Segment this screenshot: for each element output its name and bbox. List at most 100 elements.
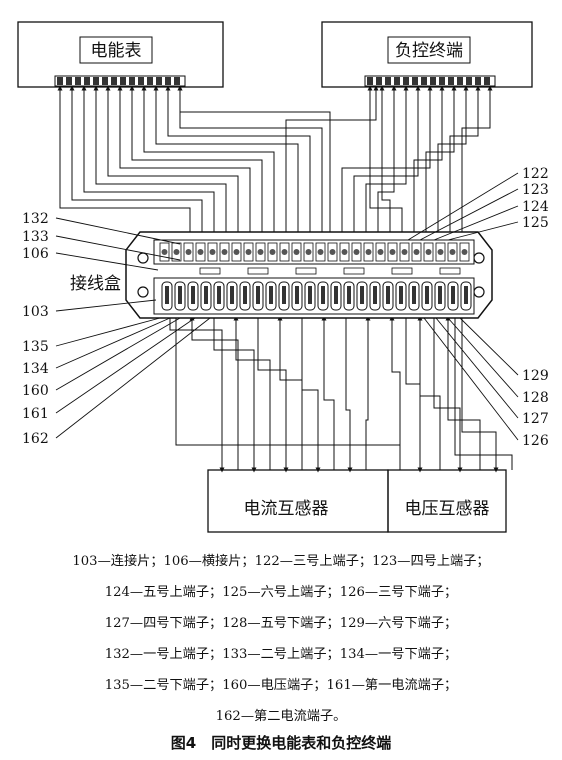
terminal-screw: [281, 249, 288, 255]
callout-123: 123: [522, 182, 549, 198]
wire: [177, 85, 325, 243]
terminal-link: [308, 286, 312, 304]
wire: [175, 318, 401, 470]
callout-106: 106: [22, 246, 49, 262]
wiring-diagram: 电能表 负控终端 接线盒 电流互感器 电压互感器 132133106103135…: [17, 21, 549, 533]
current-transformer-label: 电流互感器: [244, 499, 329, 519]
pin: [138, 77, 144, 85]
pin: [57, 77, 63, 85]
wire: [461, 318, 499, 473]
pin: [475, 77, 481, 85]
wire: [339, 85, 433, 243]
callout-128: 128: [522, 390, 549, 406]
junction-box-label: 接线盒: [70, 274, 121, 294]
leader-line: [435, 317, 519, 419]
terminal-screw: [221, 249, 228, 255]
pin: [75, 77, 81, 85]
pin: [439, 77, 445, 85]
leader-line: [55, 217, 181, 245]
leader-line: [55, 299, 157, 312]
terminal-link: [451, 286, 455, 304]
terminal-screw: [365, 249, 372, 255]
pin: [93, 77, 99, 85]
wire: [405, 318, 423, 473]
terminal-link: [386, 286, 390, 304]
wire: [301, 318, 321, 473]
wire: [93, 85, 229, 243]
pin: [448, 77, 454, 85]
wire: [117, 85, 253, 243]
leader-line: [447, 317, 519, 398]
callout-124: 124: [522, 199, 549, 215]
terminal-screw: [209, 249, 216, 255]
legend: 103—连接片；106—横接片；122—三号上端子；123—四号上端子； 124…: [0, 546, 562, 732]
wire: [141, 85, 277, 243]
terminal-link: [438, 286, 442, 304]
terminal-link: [373, 286, 377, 304]
terminal-screw: [341, 249, 348, 255]
callout-133: 133: [22, 229, 49, 245]
pin: [403, 77, 409, 85]
wire: [375, 85, 397, 243]
leader-line: [55, 317, 181, 391]
pin: [111, 77, 117, 85]
wire: [129, 85, 265, 243]
terminal-screw: [293, 249, 300, 255]
callout-162: 162: [22, 431, 49, 447]
pin: [457, 77, 463, 85]
legend-line: 162—第二电流端子。: [215, 709, 347, 724]
pin: [466, 77, 472, 85]
terminal-link: [217, 286, 221, 304]
terminal-link: [425, 286, 429, 304]
wire: [433, 318, 463, 473]
cross-link: [247, 267, 269, 275]
terminal-screw: [257, 249, 264, 255]
terminal-link: [204, 286, 208, 304]
callout-122: 122: [522, 166, 549, 182]
pin: [174, 77, 180, 85]
terminal-link: [230, 286, 234, 304]
terminal-link: [464, 286, 468, 304]
cross-link: [391, 267, 413, 275]
terminal-screw: [461, 249, 468, 255]
meter-label: 电能表: [91, 41, 142, 61]
cross-link: [295, 267, 317, 275]
wire: [351, 85, 421, 243]
leader-line: [55, 317, 211, 439]
terminal-screw: [437, 249, 444, 255]
pin: [147, 77, 153, 85]
terminal-link: [347, 286, 351, 304]
pin: [102, 77, 108, 85]
terminal-link: [269, 286, 273, 304]
terminal-link: [282, 286, 286, 304]
callout-134: 134: [22, 361, 49, 377]
terminal-label: 负控终端: [395, 41, 463, 61]
terminal-link: [334, 286, 338, 304]
terminal-link: [178, 286, 182, 304]
wire: [363, 85, 409, 243]
terminal-screw: [185, 249, 192, 255]
terminal-link: [321, 286, 325, 304]
terminal-screw: [389, 249, 396, 255]
figure-caption: 图4 同时更换电能表和负控终端: [170, 734, 392, 752]
terminal-link: [399, 286, 403, 304]
pin: [484, 77, 490, 85]
leader-line: [423, 317, 519, 441]
pin: [66, 77, 72, 85]
legend-line: 124—五号上端子；125—六号上端子；126—三号下端子；: [104, 585, 458, 600]
wire: [321, 315, 335, 470]
legend-line: 103—连接片；106—横接片；122—三号上端子；123—四号上端子；: [72, 554, 490, 569]
terminal-link: [191, 286, 195, 304]
callout-127: 127: [522, 411, 549, 427]
wire: [81, 85, 217, 243]
pin: [412, 77, 418, 85]
legend-line: 135—二号下端子；160—电压端子；161—第一电流端子；: [104, 678, 458, 693]
wire: [189, 315, 239, 470]
wire: [367, 85, 405, 243]
terminal-screw: [173, 249, 180, 255]
terminal-link: [165, 286, 169, 304]
terminal-screw: [317, 249, 324, 255]
leader-line: [55, 317, 161, 347]
leader-line: [447, 221, 519, 241]
